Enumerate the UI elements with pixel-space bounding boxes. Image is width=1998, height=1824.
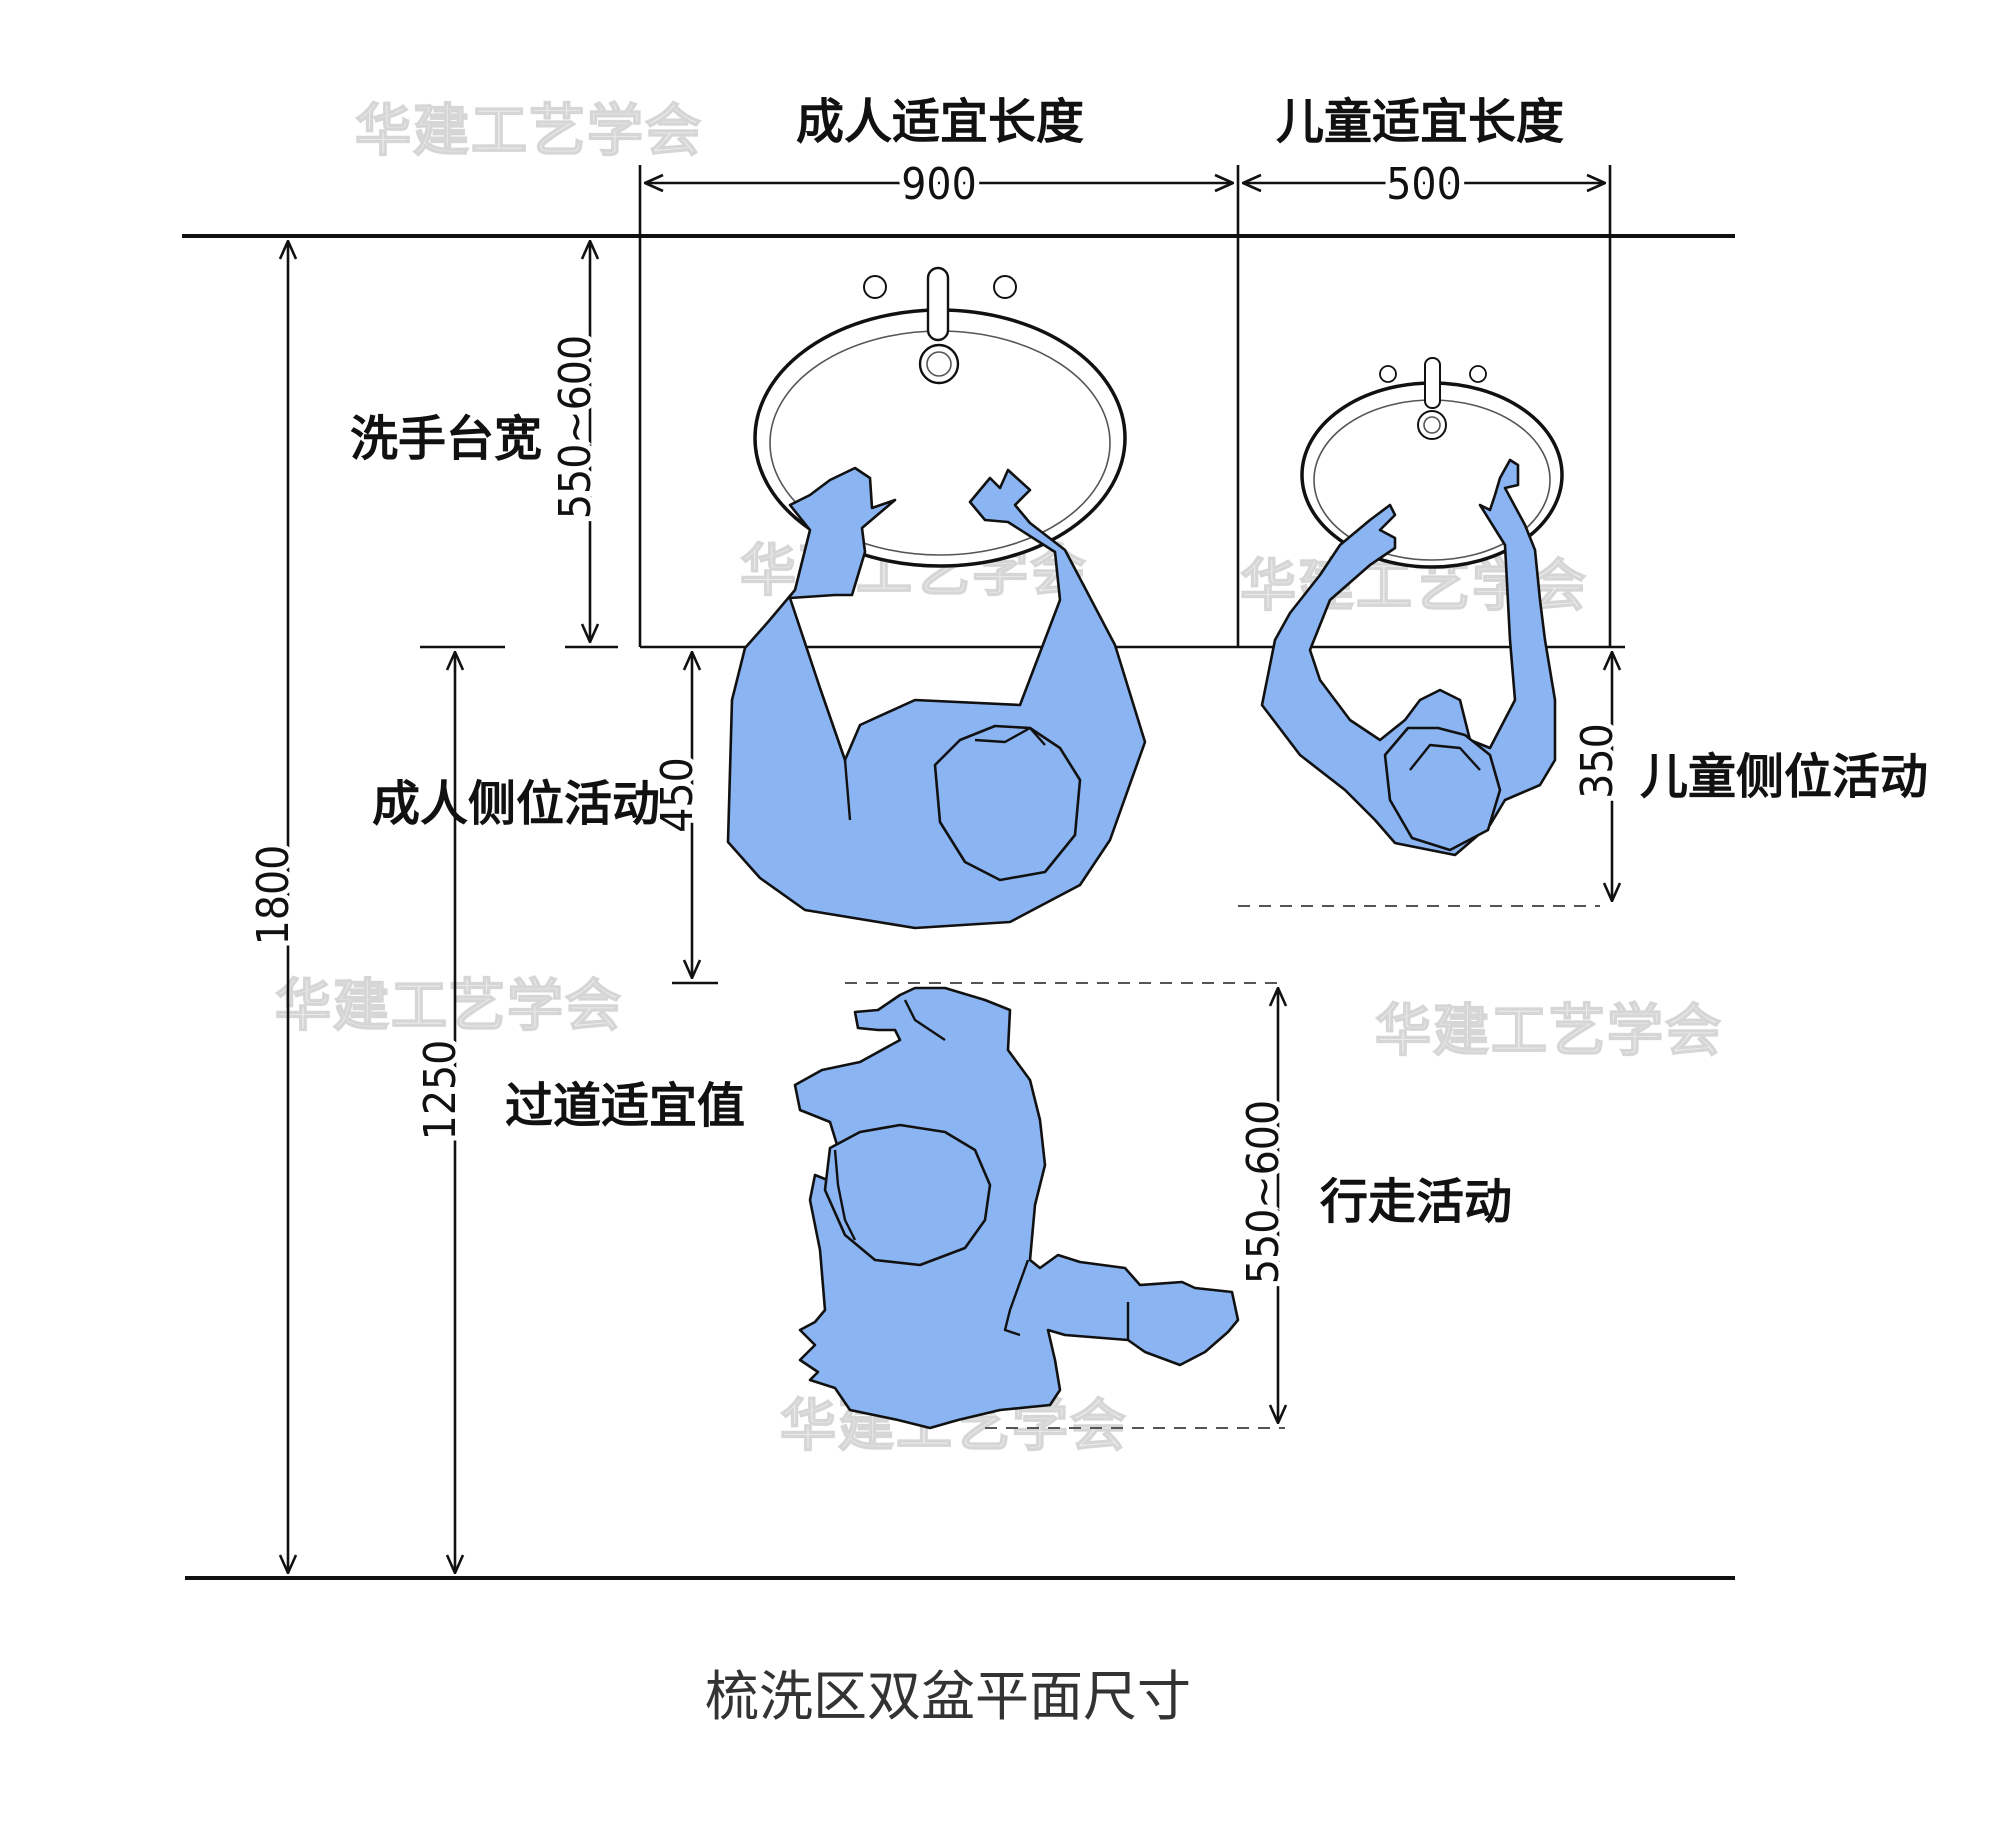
watermark-6: 华建工艺学会: [780, 1394, 1128, 1459]
label-aisle: 过道适宜值: [505, 1078, 745, 1134]
label-child-length: 儿童适宜长度: [1276, 94, 1564, 150]
watermark-5: 华建工艺学会: [1375, 999, 1723, 1064]
label-child-side: 儿童侧位活动: [1640, 749, 1928, 805]
dimension-adult-side: 450: [647, 652, 718, 985]
adult-figure-washing: [726, 466, 1147, 930]
dimension-child-side: 350: [1567, 652, 1628, 901]
dim-aisle-value: 1250: [415, 1040, 466, 1141]
watermark-1: 华建工艺学会: [355, 99, 703, 164]
dimension-walking: 550~600: [1233, 988, 1294, 1423]
dimension-total: 1800: [243, 241, 304, 1573]
dim-total-value: 1800: [248, 845, 299, 946]
dimension-basin-width: 550~600: [545, 241, 618, 649]
dim-adult-side-value: 450: [652, 757, 703, 833]
child-figure-washing: [1260, 458, 1557, 857]
dim-basin-width-value: 550~600: [550, 335, 601, 519]
dim-walking-value: 550~600: [1238, 1100, 1289, 1284]
label-adult-side: 成人侧位活动: [372, 776, 660, 832]
label-adult-length: 成人适宜长度: [796, 94, 1084, 150]
dimension-aisle: 1250: [410, 645, 505, 1573]
label-basin-width: 洗手台宽: [350, 411, 542, 467]
dim-child-length-value: 500: [1386, 159, 1462, 210]
diagram-title: 梳洗区双盆平面尺寸: [705, 1665, 1191, 1728]
walking-figure: [793, 986, 1240, 1430]
dim-child-side-value: 350: [1572, 723, 1623, 799]
watermark-4: 华建工艺学会: [275, 974, 623, 1039]
dimension-adult-length: 900: [638, 154, 1240, 236]
dimension-child-length: 500: [1243, 154, 1612, 236]
dim-adult-length-value: 900: [901, 159, 977, 210]
label-walking: 行走活动: [1320, 1174, 1512, 1230]
